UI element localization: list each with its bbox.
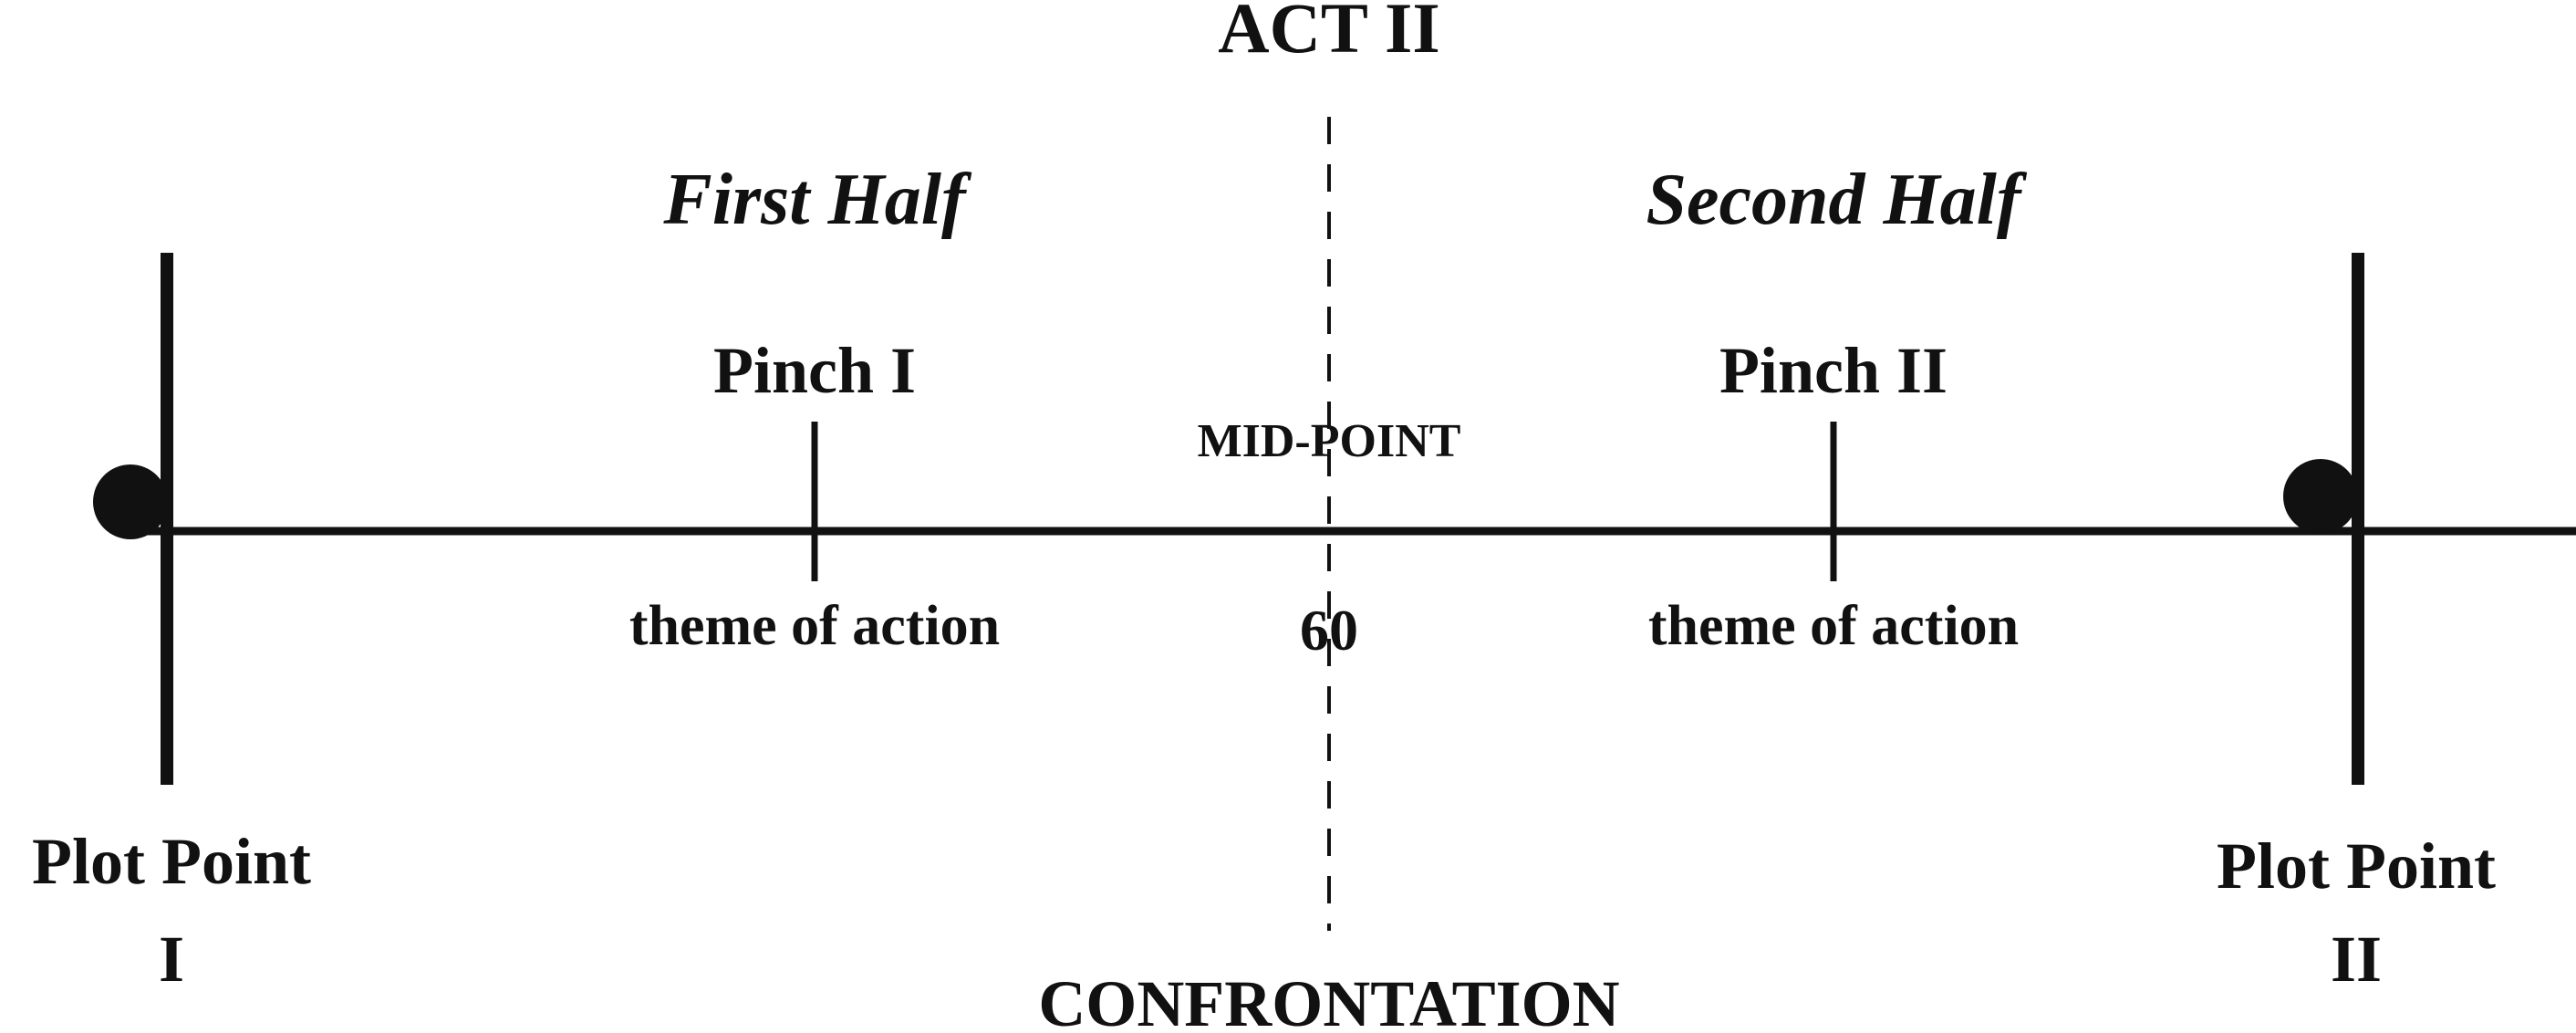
confrontation-footer: CONFRONTATION [1038, 967, 1619, 1033]
first-half-label: First Half [662, 160, 972, 240]
act-title: ACT II [1218, 0, 1439, 68]
plot-point-one-dot [93, 464, 168, 539]
plot-point-two-label-line1: Plot Point [2217, 830, 2496, 903]
midpoint-page-label: 60 [1300, 598, 1358, 663]
pinch-one-caption: theme of action [629, 595, 1000, 657]
plot-point-two-dot [2283, 459, 2358, 534]
pinch-two-label: Pinch II [1719, 334, 1948, 407]
pinch-one-label: Pinch I [713, 334, 916, 407]
plot-point-one-label-line1: Plot Point [32, 825, 311, 898]
plot-point-two-label-line2: II [2331, 923, 2382, 996]
plot-point-one-label-line2: I [159, 923, 184, 996]
pinch-two-caption: theme of action [1648, 595, 2019, 657]
second-half-label: Second Half [1646, 160, 2027, 240]
midpoint-label: MID-POINT [1198, 415, 1461, 467]
